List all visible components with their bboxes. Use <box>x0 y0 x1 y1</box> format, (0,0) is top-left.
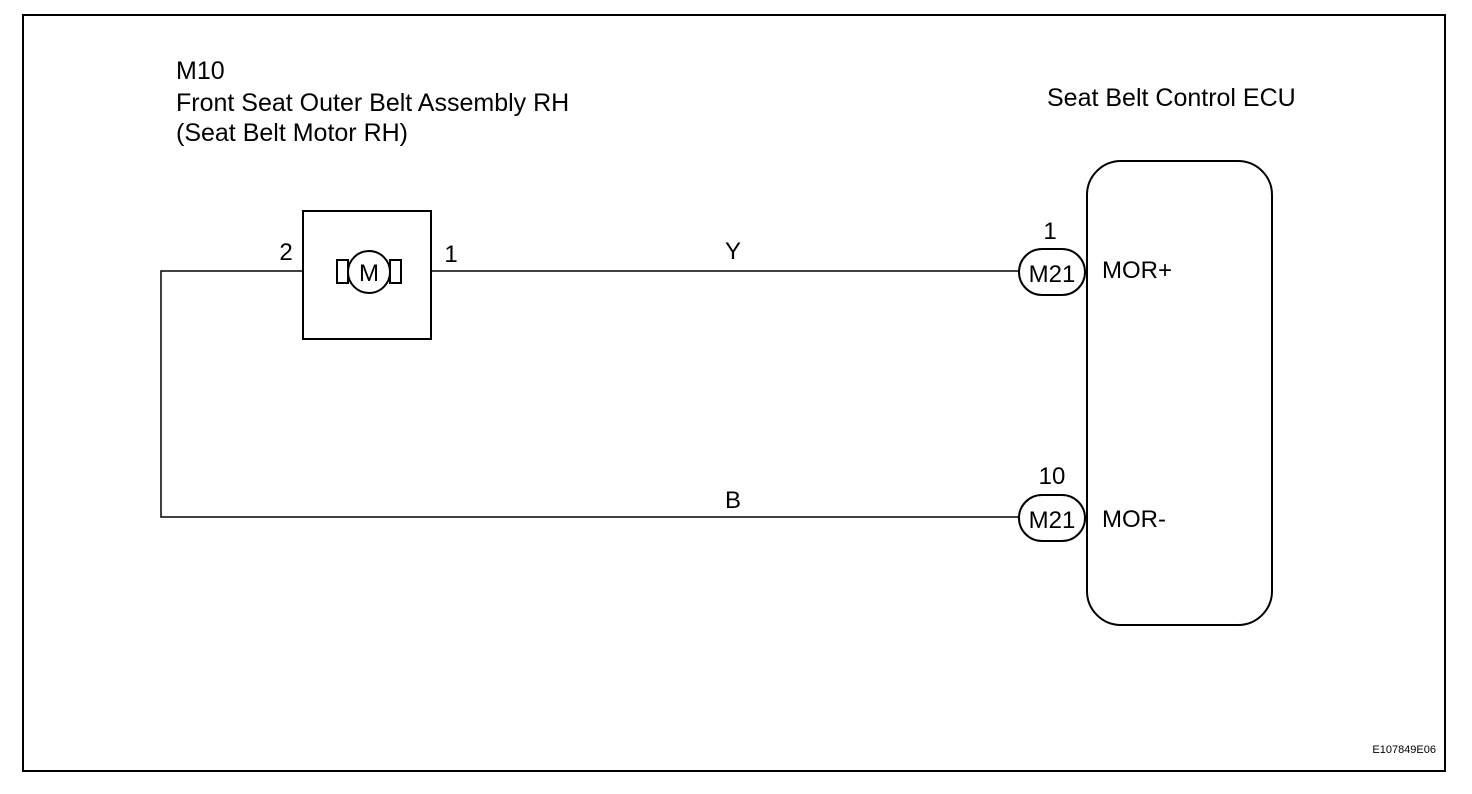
component-name: Front Seat Outer Belt Assembly RH <box>176 89 569 117</box>
ecu-pin-number: 10 <box>1039 463 1066 490</box>
component-pin-left: 2 <box>279 239 292 266</box>
component-pin-right: 1 <box>444 241 457 268</box>
ecu-pin-number: 1 <box>1043 218 1056 245</box>
connector-badge <box>1018 494 1086 542</box>
diagram-frame <box>22 14 1446 772</box>
ecu-terminal-label: MOR- <box>1102 506 1166 533</box>
wire-color-label: Y <box>725 238 741 265</box>
connector-label: M21 <box>1029 261 1076 288</box>
component-code: M10 <box>176 57 225 85</box>
ecu-title: Seat Belt Control ECU <box>1047 84 1296 112</box>
connector-label: M21 <box>1029 507 1076 534</box>
connector-badge <box>1018 248 1086 296</box>
component-subname: (Seat Belt Motor RH) <box>176 119 408 147</box>
wire-color-label: B <box>725 487 741 514</box>
wire-b-loop <box>160 270 1019 518</box>
motor-symbol-label: M <box>359 260 379 287</box>
ecu-terminal-label: MOR+ <box>1102 257 1172 284</box>
ecu-box <box>1086 160 1273 626</box>
figure-id: E107849E06 <box>1372 744 1436 756</box>
motor-icon: M <box>336 250 402 294</box>
